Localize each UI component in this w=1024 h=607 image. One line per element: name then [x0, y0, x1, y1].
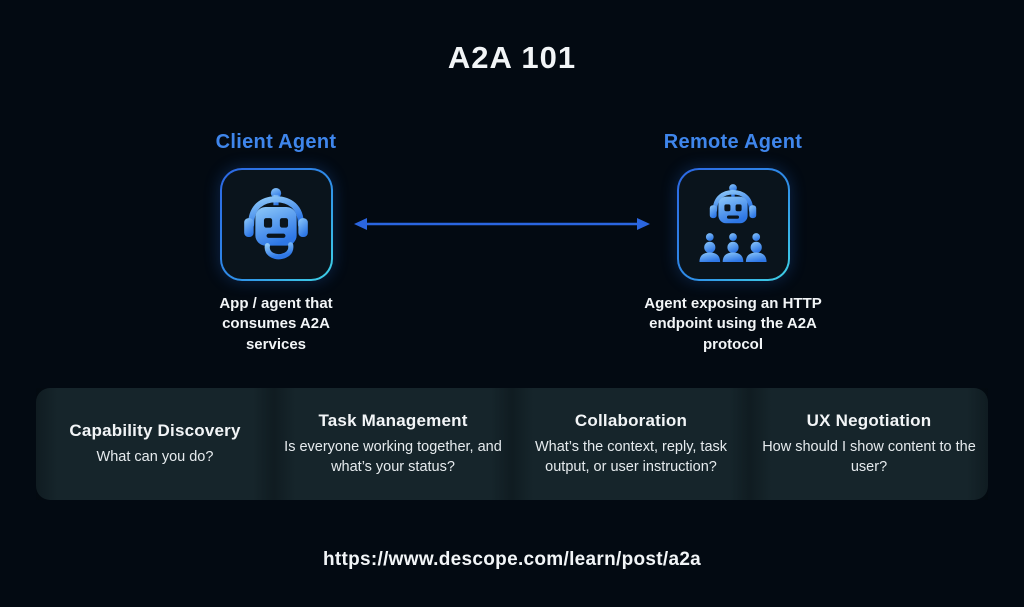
features-bar: Capability Discovery What can you do? Ta… — [36, 388, 988, 500]
client-agent-heading: Client Agent — [215, 131, 337, 153]
feature-description: How should I show content to the user? — [762, 439, 976, 475]
remote-agent-box — [676, 168, 790, 281]
feature-title: UX Negotiation — [806, 411, 932, 431]
client-agent-card: Client Agent — [180, 131, 372, 355]
client-agent-box-inner — [221, 170, 331, 279]
remote-agent-heading: Remote Agent — [663, 131, 803, 153]
feature-capability-discovery: Capability Discovery What can you do? — [36, 388, 274, 500]
feature-title: Capability Discovery — [69, 420, 241, 440]
feature-ux-negotiation: UX Negotiation How should I show content… — [750, 388, 988, 500]
robot-headset-icon — [244, 187, 308, 259]
feature-title: Collaboration — [574, 411, 688, 431]
footer-link: https://www.descope.com/learn/post/a2a — [322, 549, 702, 570]
client-agent-caption: App / agent that consumes A2A services — [219, 295, 333, 353]
remote-agent-card: Remote Agent — [637, 131, 829, 355]
feature-collaboration: Collaboration What’s the context, reply,… — [512, 388, 750, 500]
client-agent-box — [219, 168, 333, 281]
remote-agent-caption: Agent exposing an HTTP endpoint using th… — [644, 295, 822, 353]
feature-description: Is everyone working together, and what’s… — [284, 439, 502, 475]
feature-title: Task Management — [318, 411, 468, 431]
page-title: A2A 101 — [447, 40, 577, 75]
feature-task-management: Task Management Is everyone working toge… — [274, 388, 512, 500]
bidirectional-arrow-icon — [354, 218, 650, 230]
remote-agent-box-inner — [678, 170, 788, 279]
feature-description: What can you do? — [96, 448, 214, 465]
feature-description: What’s the context, reply, task output, … — [534, 439, 728, 475]
robot-team-icon — [699, 183, 767, 262]
